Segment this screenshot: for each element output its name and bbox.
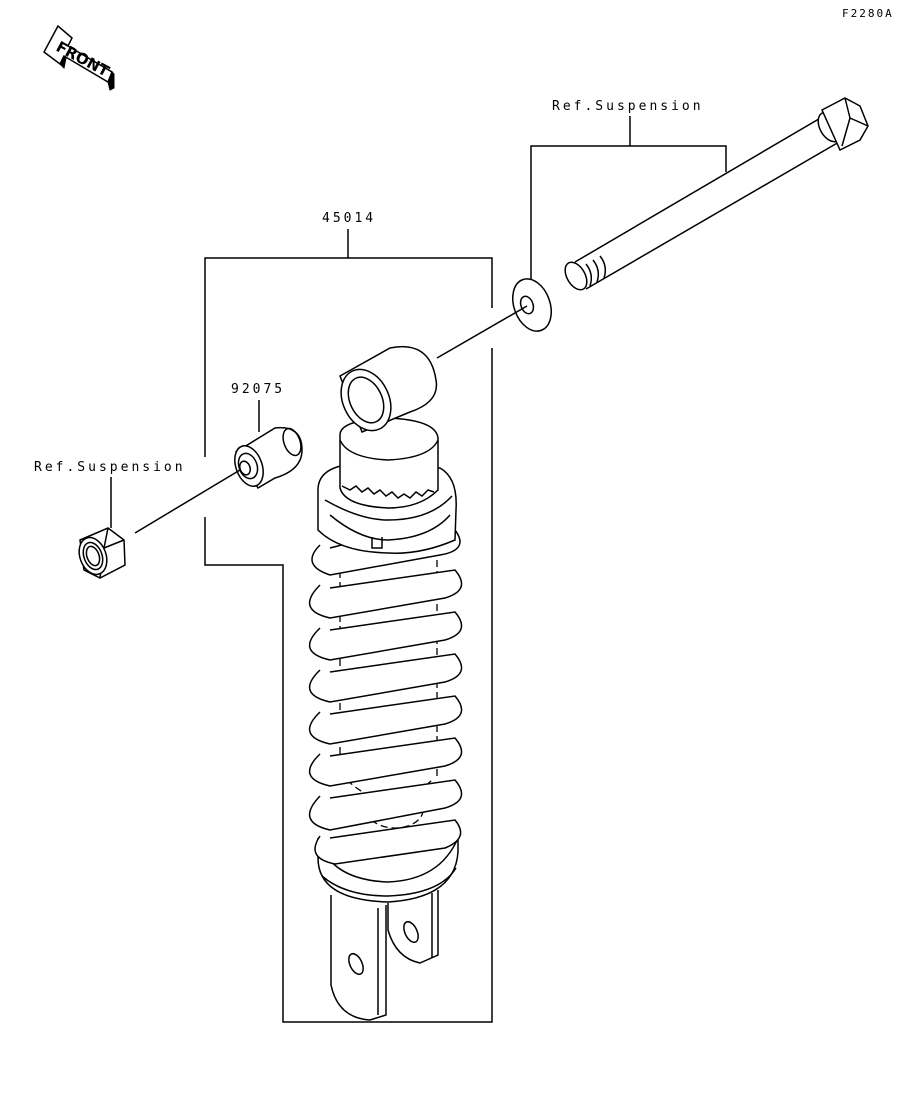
spring bbox=[308, 524, 463, 865]
figure-code: F2280A bbox=[842, 7, 894, 20]
callout-92075[interactable]: 92075 bbox=[231, 382, 285, 432]
leader-washer bbox=[436, 305, 528, 359]
leader-nut bbox=[134, 469, 241, 534]
front-arrow-icon: FRONT bbox=[43, 24, 115, 91]
callout-label[interactable]: Ref.Suspension bbox=[552, 99, 704, 114]
mounting-bolt[interactable] bbox=[561, 97, 869, 293]
callout-label[interactable]: Ref.Suspension bbox=[34, 460, 186, 475]
lower-bushing[interactable] bbox=[230, 426, 305, 490]
shock-absorber[interactable] bbox=[308, 346, 463, 1021]
callout-ref-suspension-top[interactable]: Ref.Suspension bbox=[530, 99, 727, 286]
lock-nut[interactable] bbox=[74, 527, 126, 579]
callout-label[interactable]: 45014 bbox=[322, 211, 376, 226]
callout-ref-suspension-left[interactable]: Ref.Suspension bbox=[34, 460, 186, 528]
callout-label[interactable]: 92075 bbox=[231, 382, 285, 397]
washer[interactable] bbox=[506, 273, 558, 336]
callout-45014[interactable]: 45014 bbox=[204, 211, 493, 1023]
